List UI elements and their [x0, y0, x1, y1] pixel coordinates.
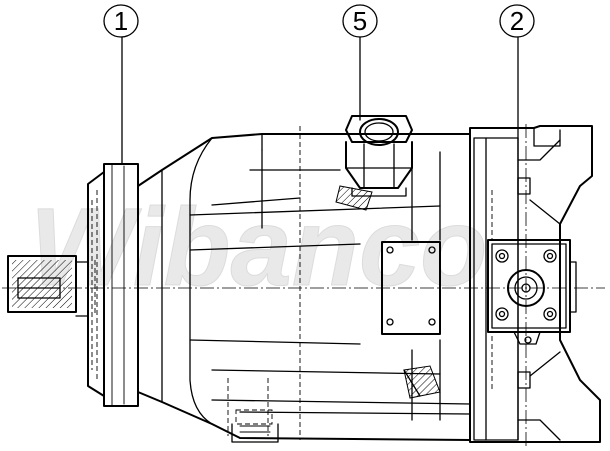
callout-part-1: 1 [103, 4, 139, 38]
callout-label-5: 5 [353, 6, 367, 36]
callout-leaders [121, 36, 519, 165]
callout-label-1: 1 [114, 6, 128, 36]
cover-plate [381, 241, 441, 335]
callout-part-5: 5 [342, 4, 378, 38]
drive-shaft [7, 255, 89, 317]
callout-part-2: 2 [499, 4, 535, 38]
end-cap [469, 124, 601, 448]
hex-port-fitting [345, 115, 413, 197]
callout-label-2: 2 [510, 6, 524, 36]
